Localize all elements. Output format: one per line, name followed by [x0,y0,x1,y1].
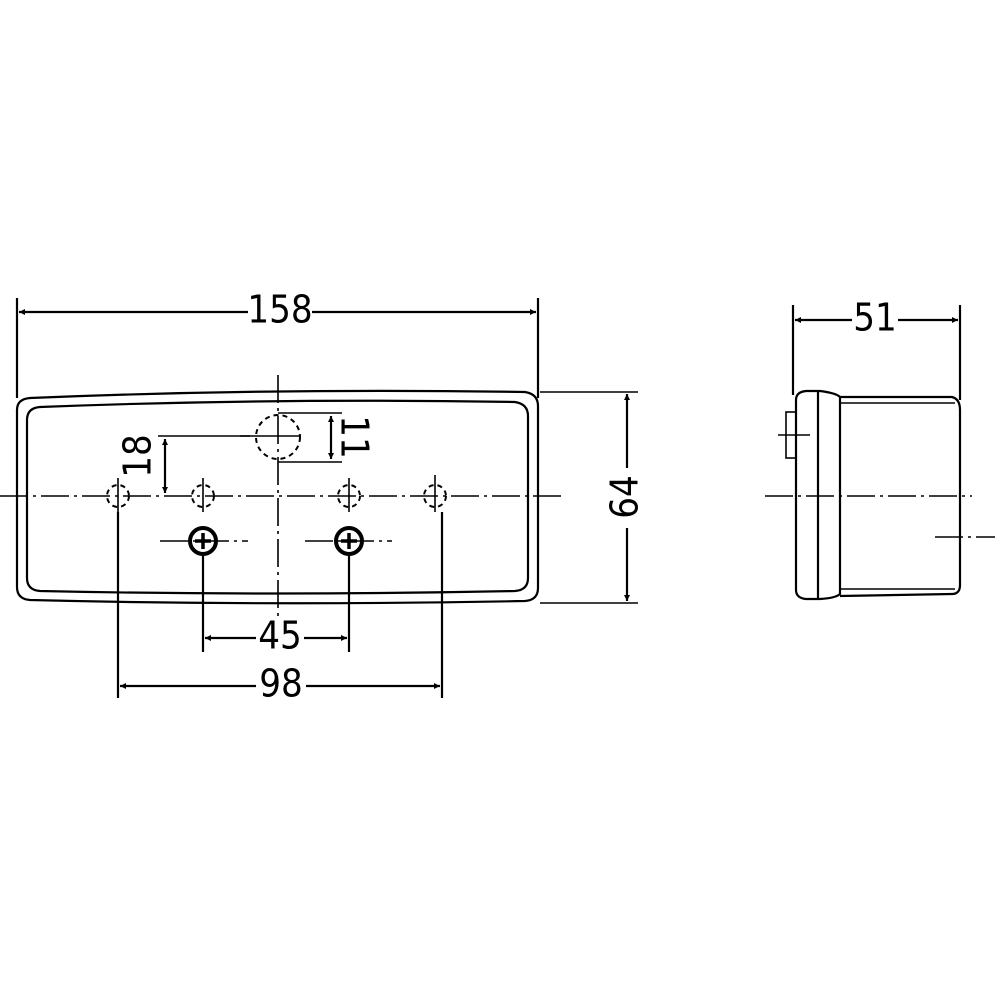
dimension-outer-spacing: 98 [116,512,444,706]
dimension-label: 45 [258,614,302,658]
lens-outline [25,399,530,595]
dimension-height: 64 [540,391,647,604]
dimension-mounting-spacing: 45 [201,556,351,658]
side-housing-outline [839,395,962,598]
cable-hole [255,414,301,460]
dimension-label: 64 [603,475,647,519]
mounting-hole-positions [106,475,447,512]
front-view: 11 18 158 64 4 [0,288,647,706]
hole-outline [106,484,130,508]
dimension-overall-width: 158 [15,288,540,398]
dimension-hole-offset: 18 [116,434,250,493]
dimension-depth: 51 [791,296,962,400]
dimension-label: 18 [116,434,160,478]
housing-outline [15,389,540,605]
dimension-label: 98 [259,662,303,706]
hole-outline [337,484,361,508]
hole-outline [191,484,215,508]
dimension-cable-hole: 11 [278,412,377,463]
dimension-label: 11 [333,415,377,459]
side-lens-outline [794,389,842,601]
side-view: 51 [765,296,995,601]
dimension-label: 51 [853,296,897,340]
hole-outline [423,484,447,508]
dimension-label: 158 [247,288,312,332]
screw-holes [160,526,392,556]
